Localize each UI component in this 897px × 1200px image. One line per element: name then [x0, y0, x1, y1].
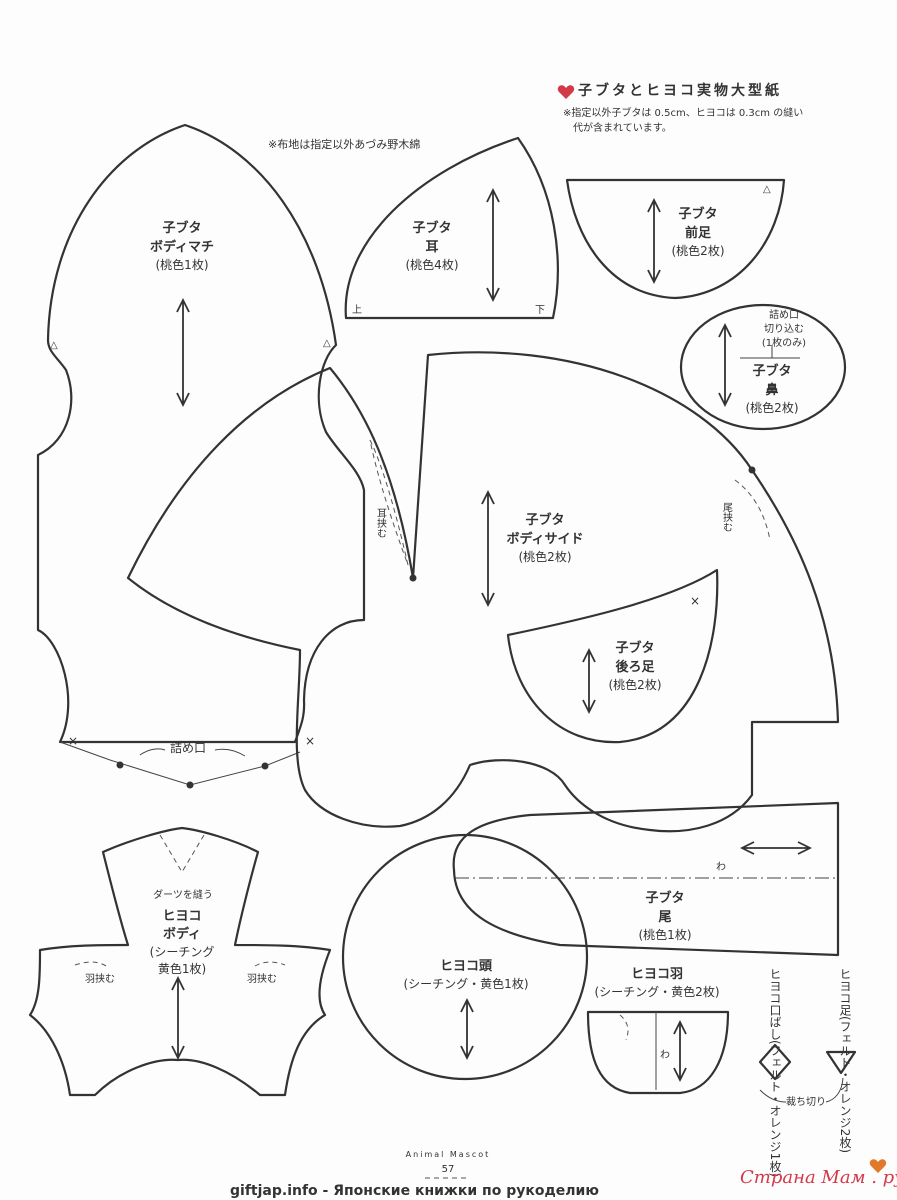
cut-note: 裁ち切り [786, 1095, 826, 1108]
chick-body-name-1: ヒヨコ [162, 909, 201, 924]
chick-head-qty: (シーチング・黄色1枚) [404, 976, 529, 991]
chick-wing-mark-right: 羽挟む [247, 972, 277, 985]
piece-ear: 子ブタ 耳 (桃色4枚) 上 下 [344, 136, 559, 320]
tail-insert-mark: 尾挟む [721, 502, 733, 532]
nose-note-2: 切り込む [764, 323, 804, 335]
tail-name-1: 子ブタ [645, 890, 684, 906]
front-leg-name-2: 前足 [685, 225, 712, 241]
back-leg-name-2: 後ろ足 [615, 659, 655, 675]
piece-tail: わ 子ブタ 尾 (桃色1枚) [452, 801, 840, 957]
gusset-name-2: ボディマチ [150, 239, 214, 255]
nose-qty: (桃色2枚) [746, 400, 799, 415]
nose-name-1: 子ブタ [752, 363, 791, 379]
heart-icon [557, 85, 575, 99]
logo: Страна Мам . ру [740, 1167, 897, 1188]
piece-chick-body: ダーツを縫う ヒヨコ ボディ (シーチング 黄色1枚) 羽挟む 羽挟む [28, 826, 332, 1097]
chick-wing-name: ヒヨコ羽 [631, 967, 683, 982]
nose-note-3: (1枚のみ) [762, 336, 806, 349]
piece-chick-wing: わ ヒヨコ羽 (シーチング・黄色2枚) [586, 967, 730, 1095]
header-title: 子ブタとヒヨコ実物大型紙 [578, 82, 782, 99]
back-leg-qty: (桃色2枚) [609, 677, 662, 692]
front-leg-qty: (桃色2枚) [672, 243, 725, 258]
header-note-1: ※指定以外子ブタは 0.5cm、ヒヨコは 0.3cm の縫い [563, 106, 803, 119]
chick-foot-label: ヒヨコ足(フェルト・オレンジ2枚) [838, 968, 852, 1153]
tail-fold-mark: わ [716, 861, 726, 873]
chick-wing-fold-mark: わ [660, 1049, 670, 1061]
ear-insert-mark: 耳挟む [375, 508, 387, 538]
back-leg-name-1: 子ブタ [615, 640, 654, 656]
dot-mark [261, 762, 269, 770]
ear-qty: (桃色4枚) [406, 257, 459, 272]
cross-mark: × [690, 594, 700, 608]
triangle-mark: △ [50, 340, 58, 351]
chick-head-name: ヒヨコ頭 [440, 959, 493, 974]
stuffing-label: 詰め口 [170, 740, 206, 755]
piece-nose: 詰め口 切り込む (1枚のみ) 子ブタ 鼻 (桃色2枚) [679, 303, 847, 431]
triangle-mark: △ [763, 184, 771, 195]
fabric-note: ※布地は指定以外あづみ野木綿 [268, 137, 420, 151]
chick-wing-mark-left: 羽挟む [85, 972, 115, 985]
nose-name-2: 鼻 [765, 382, 778, 398]
body-side-name-2: ボディサイド [506, 531, 583, 547]
chick-body-name-2: ボディ [163, 926, 201, 942]
cross-mark: × [68, 734, 78, 748]
chick-wing-qty: (シーチング・黄色2枚) [595, 984, 720, 999]
logo-heart-icon [869, 1159, 887, 1173]
ear-bottom-mark: 下 [535, 305, 545, 316]
footer: Animal Mascot 57 giftjap.info - Японские… [230, 1150, 897, 1199]
piece-front-leg: △ 子ブタ 前足 (桃色2枚) [565, 178, 786, 300]
ear-top-mark: 上 [352, 304, 362, 316]
book-title: Animal Mascot [406, 1150, 491, 1159]
dot-mark [748, 466, 756, 474]
body-side-qty: (桃色2枚) [519, 549, 572, 564]
dot-mark [116, 761, 124, 769]
header-note-2: 代が含まれています。 [573, 121, 672, 134]
chick-body-qty-2: 黄色1枚) [158, 961, 206, 976]
piece-body-side: 耳挟む 尾挟む 子ブタ ボディサイド (桃色2枚) [126, 351, 840, 833]
nose-note-1: 詰め口 [769, 308, 799, 321]
tail-qty: (桃色1枚) [639, 927, 692, 942]
page-number: 57 [442, 1164, 455, 1175]
dot-mark [186, 781, 194, 789]
chick-dart-note: ダーツを縫う [153, 888, 213, 901]
gusset-qty: (桃色1枚) [156, 257, 209, 272]
dot-mark [409, 574, 417, 582]
header: 子ブタとヒヨコ実物大型紙 ※指定以外子ブタは 0.5cm、ヒヨコは 0.3cm … [268, 82, 803, 151]
chick-body-qty-1: (シーチング [150, 945, 215, 959]
site-credit: giftjap.info - Японские книжки по рукоде… [230, 1183, 599, 1199]
triangle-mark: △ [323, 338, 331, 349]
cross-mark: × [305, 734, 315, 748]
ear-name-2: 耳 [425, 240, 438, 255]
ear-name-1: 子ブタ [412, 220, 451, 236]
chick-beak-label: ヒヨコ口ばし(フェルト・オレンジ1枚) [768, 968, 782, 1177]
piece-chick-beak: ヒヨコ口ばし(フェルト・オレンジ1枚) [758, 968, 792, 1177]
tail-name-2: 尾 [658, 910, 671, 925]
gusset-name-1: 子ブタ [162, 220, 201, 236]
body-side-name-1: 子ブタ [525, 512, 564, 528]
piece-back-leg: × 子ブタ 後ろ足 (桃色2枚) [506, 568, 719, 744]
front-leg-name-1: 子ブタ [678, 206, 717, 222]
stuffing-opening: 詰め口 [59, 740, 301, 789]
piece-chick-foot: ヒヨコ足(フェルト・オレンジ2枚) [825, 968, 857, 1153]
piece-body-gusset: △ △ × × 子ブタ ボディマチ (桃色1枚) [36, 123, 366, 748]
piece-chick-head: ヒヨコ頭 (シーチング・黄色1枚) [341, 833, 589, 1081]
